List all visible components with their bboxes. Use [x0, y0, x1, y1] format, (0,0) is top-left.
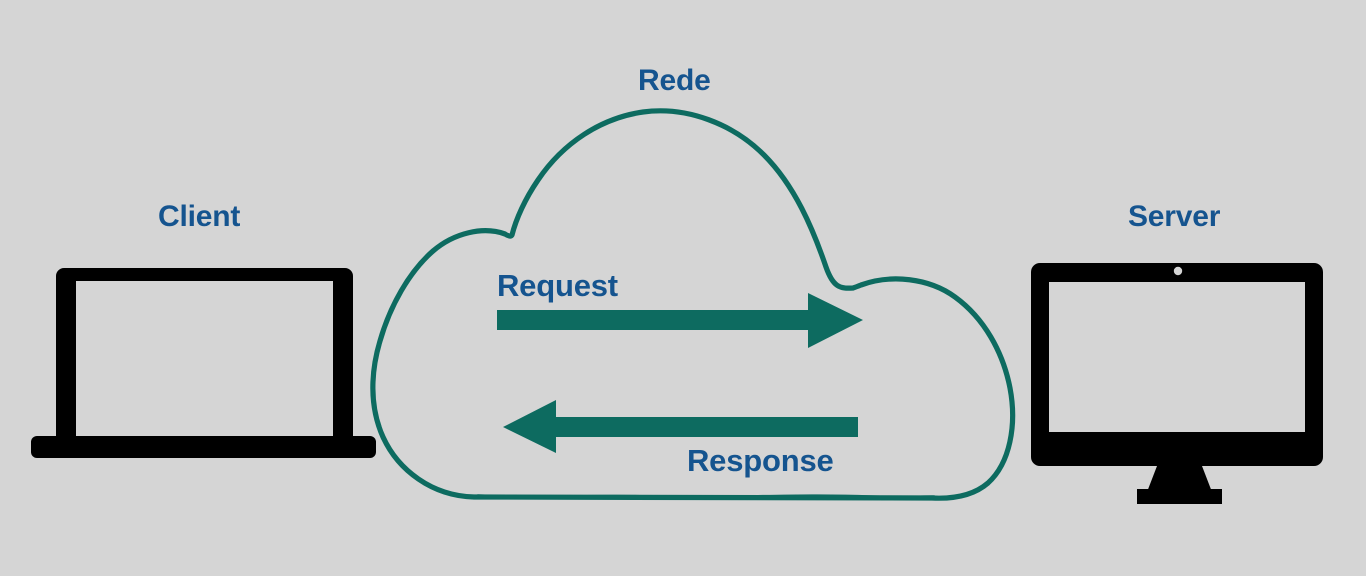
request-label: Request — [497, 268, 618, 303]
cloud-icon — [370, 108, 1016, 501]
laptop-icon — [31, 268, 376, 458]
server-label: Server — [1128, 200, 1221, 233]
monitor-stand-base — [1137, 489, 1222, 504]
network-label: Rede — [638, 64, 711, 97]
request-arrow — [497, 293, 863, 348]
webcam-dot-icon — [1173, 266, 1183, 276]
desktop-monitor-icon — [1031, 263, 1323, 504]
monitor-stand-neck — [1147, 466, 1212, 492]
response-label: Response — [687, 443, 834, 478]
response-arrow — [503, 400, 858, 453]
client-label: Client — [158, 200, 241, 233]
